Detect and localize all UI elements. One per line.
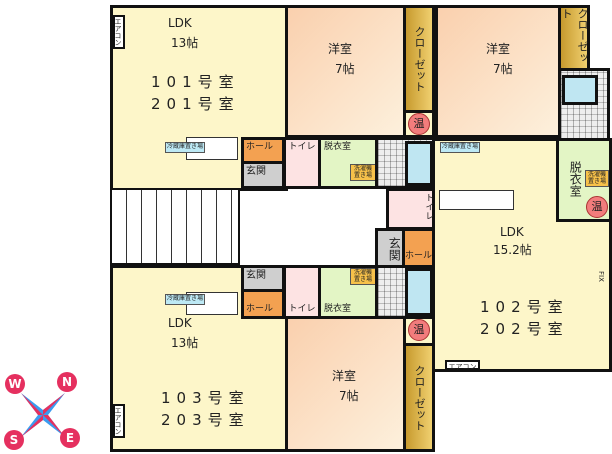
washer-space: 洗濯機置き場: [350, 164, 376, 182]
compass-north: N: [57, 372, 77, 392]
entrance: 玄関: [375, 228, 405, 268]
room-label: 洋室: [486, 42, 511, 56]
fix-window: FIX: [597, 271, 606, 282]
room-number: 202号室: [480, 320, 569, 338]
washer-space: 洗濯機置き場: [350, 268, 376, 286]
fridge-space: 冷蔵庫置き場: [165, 294, 206, 305]
hall: ホール: [241, 289, 285, 319]
toilet: トイレ: [283, 265, 321, 319]
staircase: [110, 188, 240, 265]
room-label: 洋室: [328, 42, 353, 56]
western-room-102: 洋室 7帖: [435, 5, 561, 138]
ldk-size: 13帖: [171, 36, 199, 50]
entrance: 玄関: [241, 265, 285, 292]
room-number: 103号室: [161, 389, 250, 407]
ldk-type: LDK: [168, 316, 192, 330]
room-label: 洋室: [332, 369, 357, 383]
water-heater-icon: 温: [408, 319, 430, 341]
aircon-label: エアコン: [113, 404, 125, 438]
western-room-101: 洋室 7帖: [285, 5, 406, 138]
compass-east: E: [60, 428, 80, 448]
aircon-label: エアコン: [113, 15, 125, 49]
aircon-label: エアコン: [445, 360, 480, 371]
dressing-label: 脱衣室: [568, 161, 583, 197]
western-room-103: 洋室 7帖: [285, 316, 406, 452]
water-heater-icon: 温: [586, 196, 608, 218]
compass-west: W: [5, 374, 25, 394]
room-number: 102号室: [480, 298, 569, 316]
room-number: 203号室: [161, 411, 250, 429]
unit-101-ldk: LDK 13帖 101号室 201号室: [110, 5, 288, 191]
unit-102-ldk: LDK 15.2帖 102号室 202号室 FIX: [432, 138, 612, 372]
entrance-label: 玄関: [387, 237, 402, 261]
hall: ホール: [241, 137, 285, 164]
compass-rose-icon: [21, 393, 65, 437]
ldk-size: 13帖: [171, 336, 199, 350]
ldk-type: LDK: [500, 225, 524, 239]
toilet-label: トイレ: [423, 193, 434, 220]
dressing-room: 脱衣室: [318, 137, 378, 189]
room-size: 7帖: [493, 62, 513, 76]
closet: クローゼット: [403, 343, 435, 452]
closet: クローゼット: [403, 5, 435, 113]
ldk-type: LDK: [168, 16, 192, 30]
room-size: 7帖: [335, 62, 355, 76]
hall: ホール: [402, 228, 435, 268]
toilet: トイレ: [386, 188, 435, 230]
ldk-size: 15.2帖: [493, 243, 532, 257]
room-number: 201号室: [151, 95, 240, 113]
room-size: 7帖: [339, 389, 359, 403]
washer-space: 洗濯機置き場: [585, 170, 609, 188]
kitchen-counter: [439, 190, 514, 210]
entrance: 玄関: [241, 161, 285, 189]
fridge-space: 冷蔵庫置き場: [165, 142, 206, 153]
water-heater-icon: 温: [408, 113, 430, 135]
fridge-space: 冷蔵庫置き場: [440, 142, 481, 153]
room-number: 101号室: [151, 73, 240, 91]
compass-south: S: [4, 430, 24, 450]
closet: クローゼット: [558, 5, 590, 71]
toilet: トイレ: [283, 137, 321, 189]
